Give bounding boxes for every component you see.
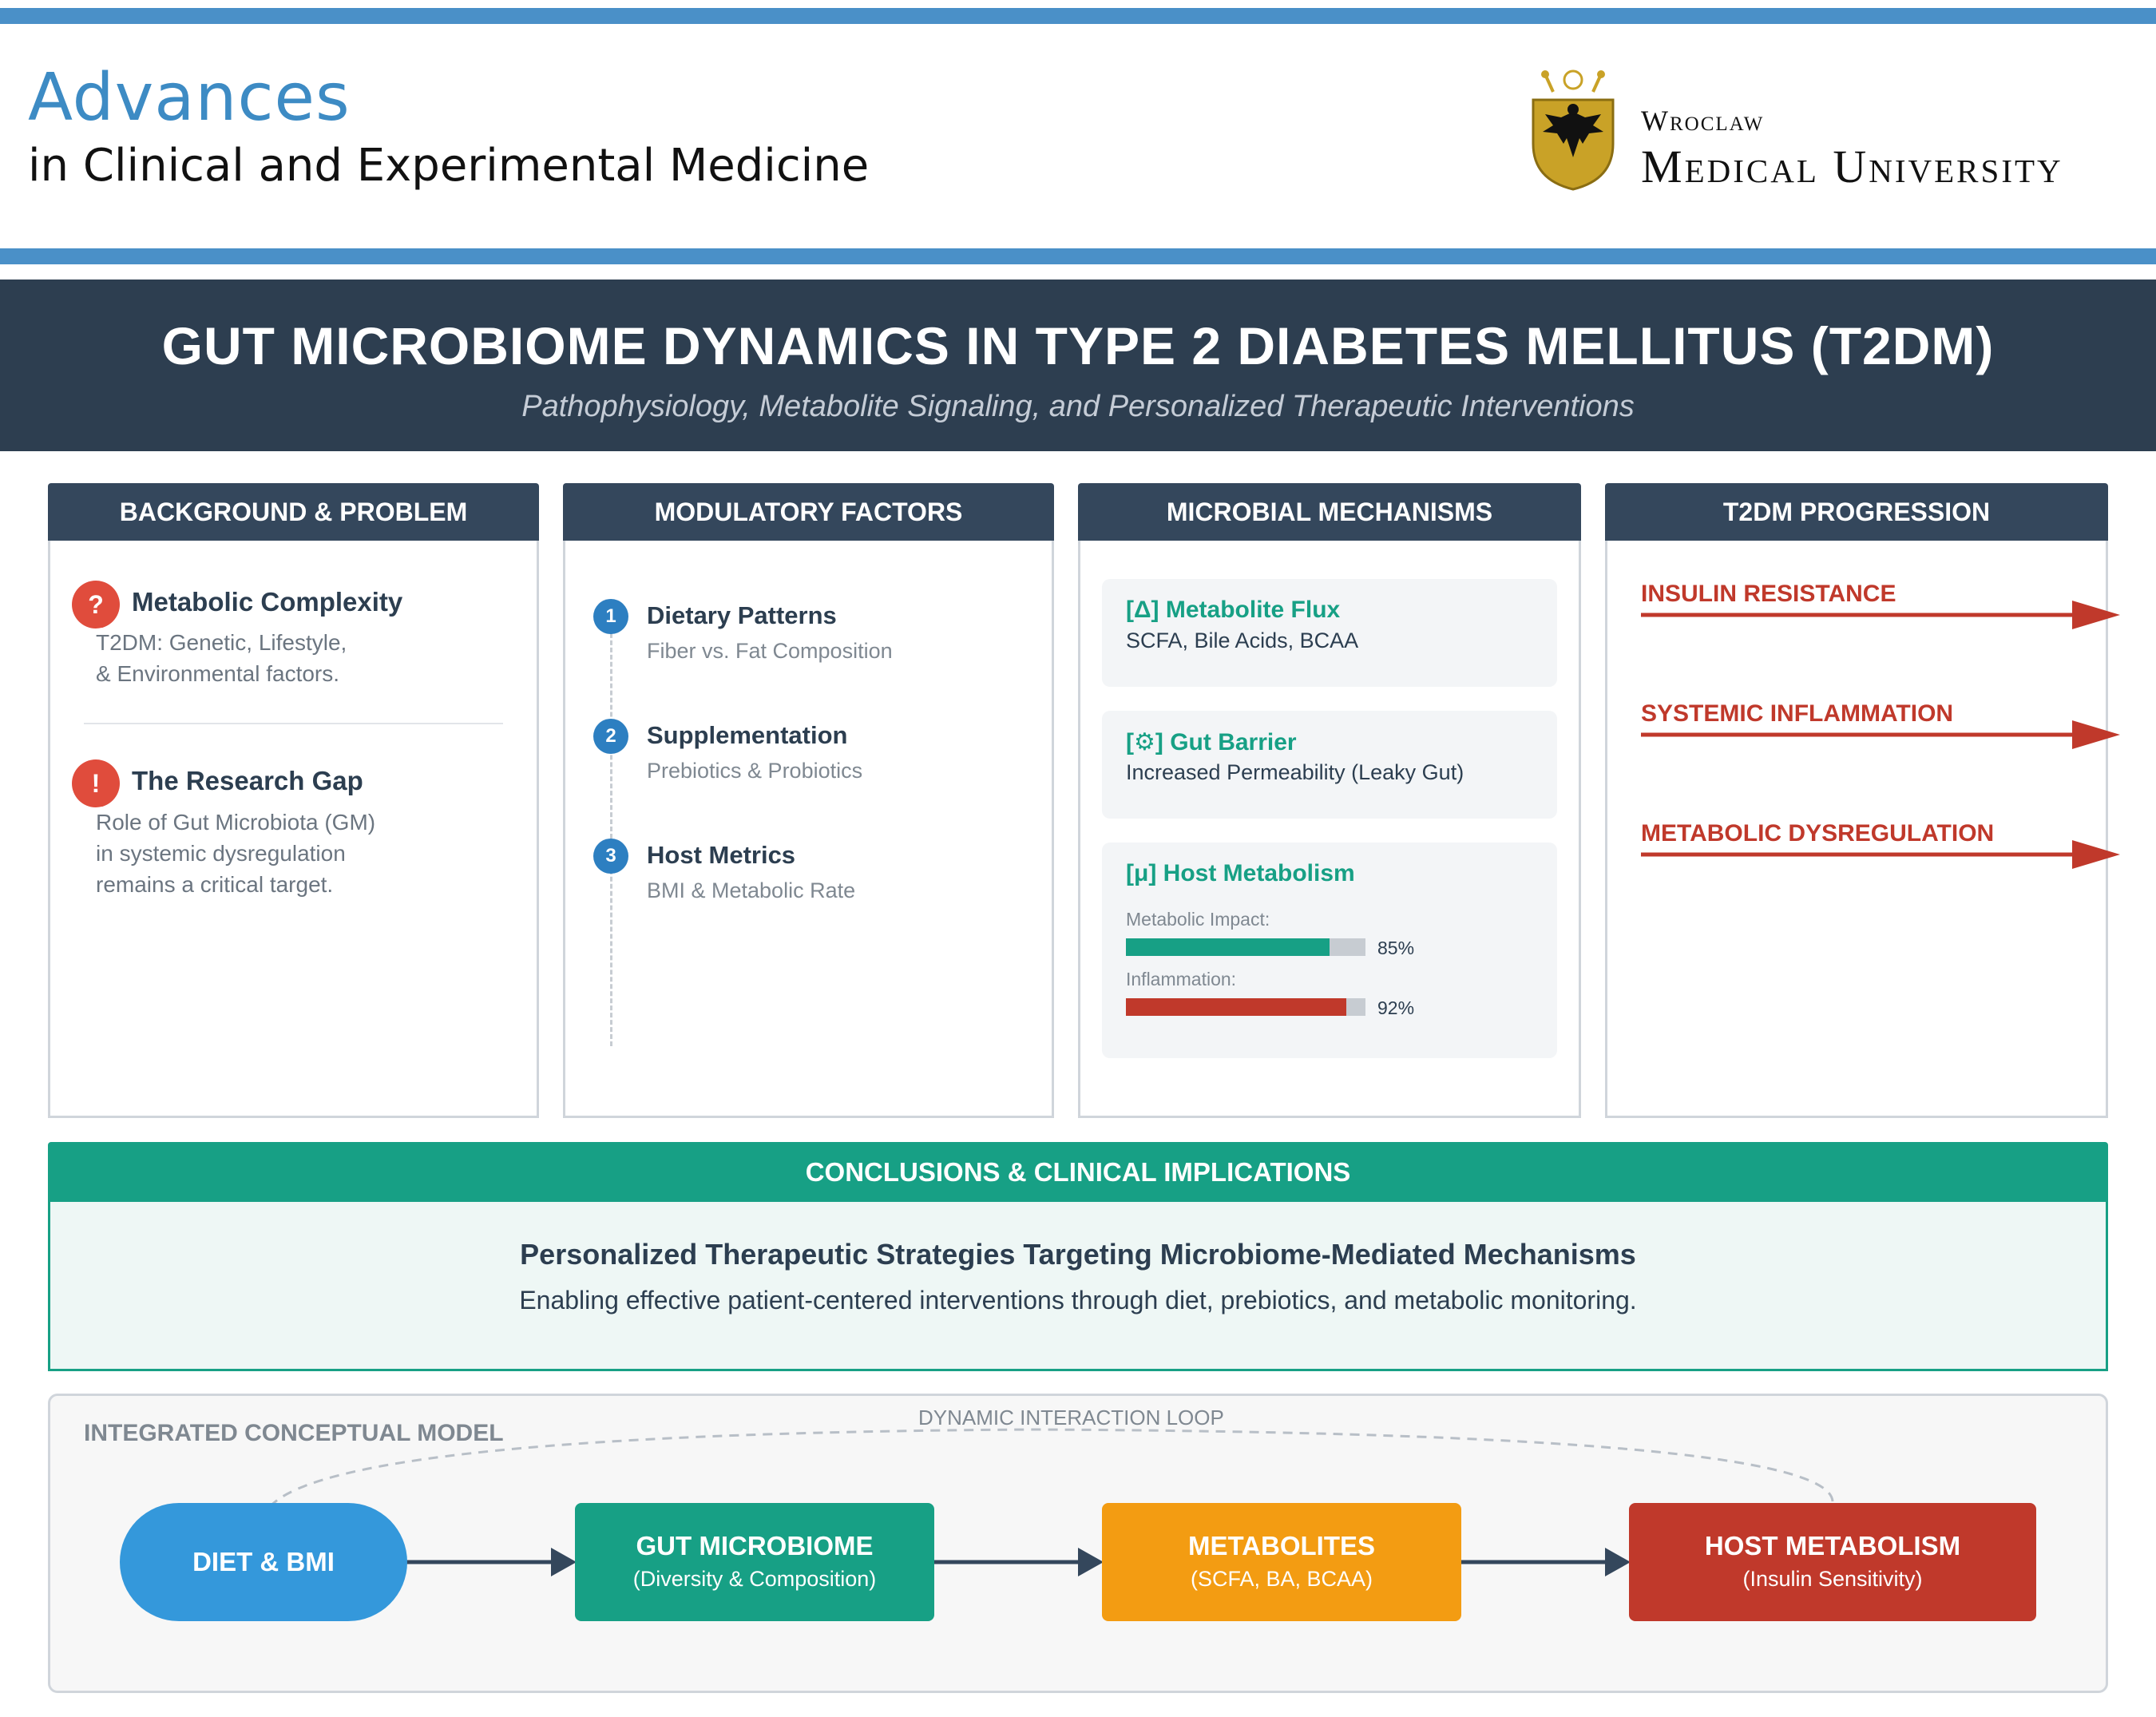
gut-barrier-sub: Increased Permeability (Leaky Gut) — [1126, 760, 1464, 784]
step-2-badge: 2 — [593, 719, 628, 754]
gut-barrier-card: [⚙] Gut Barrier Increased Permeability (… — [1102, 711, 1557, 819]
modulatory-header: MODULATORY FACTORS — [563, 483, 1054, 541]
inflammation-pct: 92% — [1377, 997, 1415, 1018]
supplementation-title: Supplementation — [647, 721, 848, 749]
header-top-rule — [0, 8, 2156, 24]
metabolite-flux-sub: SCFA, Bile Acids, BCAA — [1126, 629, 1359, 652]
inflammation-bar — [1126, 998, 1365, 1016]
header-bottom-rule — [0, 248, 2156, 264]
host-metrics-title: Host Metrics — [647, 841, 796, 869]
metabolic-dysregulation-label: METABOLIC DYSREGULATION — [1641, 820, 1995, 847]
poster-subtitle: Pathophysiology, Metabolite Signaling, a… — [521, 390, 1635, 423]
gut-microbiome-node: GUT MICROBIOME (Diversity & Composition) — [575, 1503, 934, 1621]
metabolites-node: METABOLITES (SCFA, BA, BCAA) — [1102, 1503, 1461, 1621]
conclusions-header: CONCLUSIONS & CLINICAL IMPLICATIONS — [48, 1142, 2108, 1202]
diet-bmi-node: DIET & BMI — [120, 1503, 407, 1621]
dietary-patterns-title: Dietary Patterns — [647, 601, 837, 629]
systemic-inflammation-label: SYSTEMIC INFLAMMATION — [1641, 700, 1954, 727]
divider — [84, 723, 503, 724]
conclusions-text: Enabling effective patient-centered inte… — [519, 1286, 1637, 1315]
alert-icon: ! — [72, 759, 120, 807]
inflammation-fill — [1126, 998, 1346, 1016]
metabolic-impact-label: Metabolic Impact: — [1126, 909, 1270, 930]
step-1-badge: 1 — [593, 599, 628, 634]
research-gap-title: The Research Gap — [132, 766, 363, 795]
conclusions-panel: Personalized Therapeutic Strategies Targ… — [48, 1202, 2108, 1371]
conceptual-model-title: INTEGRATED CONCEPTUAL MODEL — [84, 1420, 504, 1446]
host-metabolism-card: [μ] Host Metabolism Metabolic Impact: 85… — [1102, 843, 1557, 1058]
poster-title: GUT MICROBIOME DYNAMICS IN TYPE 2 DIABET… — [161, 316, 1995, 375]
university-crest-logo — [1532, 69, 1615, 191]
metabolic-impact-bar — [1126, 938, 1365, 956]
conclusions-title: Personalized Therapeutic Strategies Targ… — [520, 1238, 1636, 1271]
metabolite-flux-title: [Δ] Metabolite Flux — [1126, 597, 1341, 623]
step-3-badge: 3 — [593, 839, 628, 874]
research-gap-text: Role of Gut Microbiota (GM) in systemic … — [96, 810, 376, 897]
journal-subtitle: in Clinical and Experimental Medicine — [28, 140, 870, 192]
metabolic-complexity-title: Metabolic Complexity — [132, 587, 403, 617]
host-metabolism-node: HOST METABOLISM (Insulin Sensitivity) — [1629, 1503, 2036, 1621]
metabolic-impact-fill — [1126, 938, 1330, 956]
metabolic-complexity-text: T2DM: Genetic, Lifestyle, & Environmenta… — [96, 630, 347, 686]
host-metrics-sub: BMI & Metabolic Rate — [647, 878, 856, 902]
metabolic-impact-pct: 85% — [1377, 938, 1415, 958]
insulin-resistance-label: INSULIN RESISTANCE — [1641, 581, 1896, 607]
inflammation-label: Inflammation: — [1126, 969, 1237, 989]
question-icon: ? — [72, 581, 120, 629]
host-metabolism-title: [μ] Host Metabolism — [1126, 860, 1355, 886]
title-banner: GUT MICROBIOME DYNAMICS IN TYPE 2 DIABET… — [0, 280, 2156, 451]
loop-label: DYNAMIC INTERACTION LOOP — [918, 1406, 1224, 1430]
journal-title: Advances — [28, 60, 351, 136]
university-name-line1: Wroclaw — [1641, 105, 1765, 137]
gut-barrier-title: [⚙] Gut Barrier — [1126, 729, 1297, 755]
university-name-line2: Medical University — [1641, 141, 2063, 192]
background-header: BACKGROUND & PROBLEM — [48, 483, 539, 541]
modulatory-panel — [563, 541, 1054, 1118]
mechanisms-header: MICROBIAL MECHANISMS — [1078, 483, 1581, 541]
progression-header: T2DM PROGRESSION — [1605, 483, 2108, 541]
progression-panel — [1605, 541, 2108, 1118]
metabolite-flux-card: [Δ] Metabolite Flux SCFA, Bile Acids, BC… — [1102, 579, 1557, 687]
timeline-line — [610, 619, 612, 1046]
dietary-patterns-sub: Fiber vs. Fat Composition — [647, 639, 893, 663]
supplementation-sub: Prebiotics & Probiotics — [647, 759, 863, 783]
background-panel — [48, 541, 539, 1118]
